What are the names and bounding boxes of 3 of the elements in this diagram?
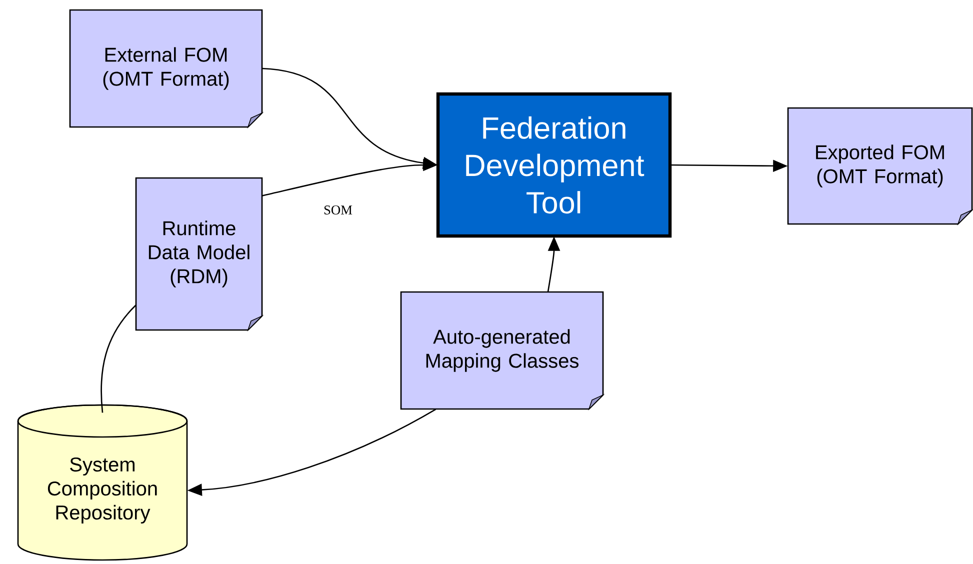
tool-box: Federation Development Tool	[436, 92, 672, 238]
database-cylinder: System Composition Repository	[17, 404, 188, 561]
edge-label: SOM	[322, 204, 354, 216]
